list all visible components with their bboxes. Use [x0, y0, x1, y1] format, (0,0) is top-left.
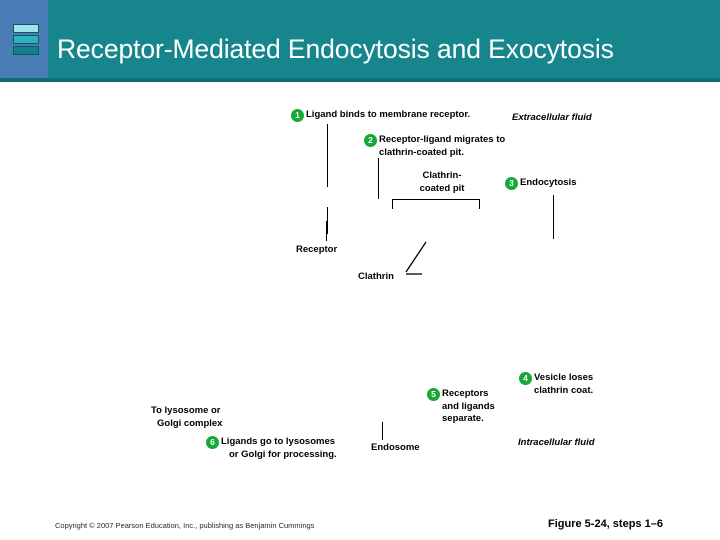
- callout-step-2-line-1: Receptor-ligand migrates to: [379, 134, 506, 145]
- callout-step-5-line-3: separate.: [442, 413, 484, 424]
- callout-step-5: 5 Receptors and ligands separate.: [427, 388, 522, 426]
- leader-line-endosome: [382, 422, 383, 440]
- callout-step-4-line-2: clathrin coat.: [534, 384, 594, 396]
- leader-line-receptor: [326, 221, 327, 241]
- step-badge-3: 3: [505, 177, 518, 190]
- step-badge-6: 6: [206, 436, 219, 449]
- copyright-text: Copyright © 2007 Pearson Education, Inc.…: [55, 521, 315, 530]
- clathrin-label: Clathrin: [358, 271, 394, 282]
- receptor-label: Receptor: [296, 244, 338, 255]
- intracellular-fluid-label: Intracellular fluid: [518, 437, 595, 448]
- callout-step-4: 4 Vesicle loses clathrin coat.: [519, 372, 644, 397]
- callout-step-3-label: Endocytosis: [520, 177, 577, 188]
- leader-line-step-2: [378, 158, 379, 199]
- callout-step-5-line-1: Receptors: [442, 388, 489, 399]
- clathrin-coated-pit-line-2: coated pit: [419, 182, 465, 194]
- callout-step-2: 2 Receptor-ligand migrates to clathrin-c…: [364, 134, 554, 159]
- callout-step-2-line-2: clathrin-coated pit.: [379, 146, 464, 158]
- page-title: Receptor-Mediated Endocytosis and Exocyt…: [57, 34, 614, 64]
- slide-footer: Copyright © 2007 Pearson Education, Inc.…: [0, 492, 720, 540]
- callout-step-1: 1 Ligand binds to membrane receptor.: [291, 109, 521, 122]
- step-badge-2: 2: [364, 134, 377, 147]
- figure-reference: Figure 5-24, steps 1–6: [548, 518, 663, 530]
- step-badge-1: 1: [291, 109, 304, 122]
- extracellular-fluid-label: Extracellular fluid: [512, 112, 592, 123]
- callout-step-1-label: Ligand binds to membrane receptor.: [306, 109, 471, 120]
- header-logo-panel: [0, 0, 48, 78]
- clathrin-coated-pit-line-1: Clathrin-: [422, 170, 462, 181]
- logo-bar-middle: [13, 35, 39, 44]
- leader-line-step-1: [327, 124, 328, 187]
- leader-line-endocytosis: [553, 195, 554, 239]
- stacked-bars-logo-icon: [13, 24, 39, 56]
- to-lysosome-line-2: Golgi complex: [157, 417, 223, 429]
- diagram-canvas: 1 Ligand binds to membrane receptor. Ext…: [0, 82, 720, 492]
- slide-header: Receptor-Mediated Endocytosis and Exocyt…: [0, 0, 720, 82]
- callout-step-6-line-1: Ligands go to lysosomes: [221, 436, 336, 447]
- logo-bar-bottom: [13, 46, 39, 55]
- callout-step-3: 3 Endocytosis: [505, 177, 630, 190]
- to-lysosome-label: To lysosome or Golgi complex: [151, 405, 271, 430]
- logo-bar-top: [13, 24, 39, 33]
- clathrin-coated-pit-label: Clathrin- coated pit: [404, 170, 480, 195]
- step-badge-4: 4: [519, 372, 532, 385]
- leader-line-step-1-lower: [327, 207, 328, 234]
- callout-step-4-line-1: Vesicle loses: [534, 372, 594, 383]
- callout-step-6: 6 Ligands go to lysosomes or Golgi for p…: [206, 436, 381, 461]
- to-lysosome-line-1: To lysosome or: [151, 405, 221, 416]
- callout-step-6-line-2: or Golgi for processing.: [229, 448, 337, 460]
- clathrin-coated-pit-bracket: [392, 199, 480, 209]
- endosome-label: Endosome: [371, 442, 420, 453]
- step-badge-5: 5: [427, 388, 440, 401]
- callout-step-5-line-2: and ligands: [442, 400, 495, 412]
- leader-line-clathrin: [405, 241, 427, 275]
